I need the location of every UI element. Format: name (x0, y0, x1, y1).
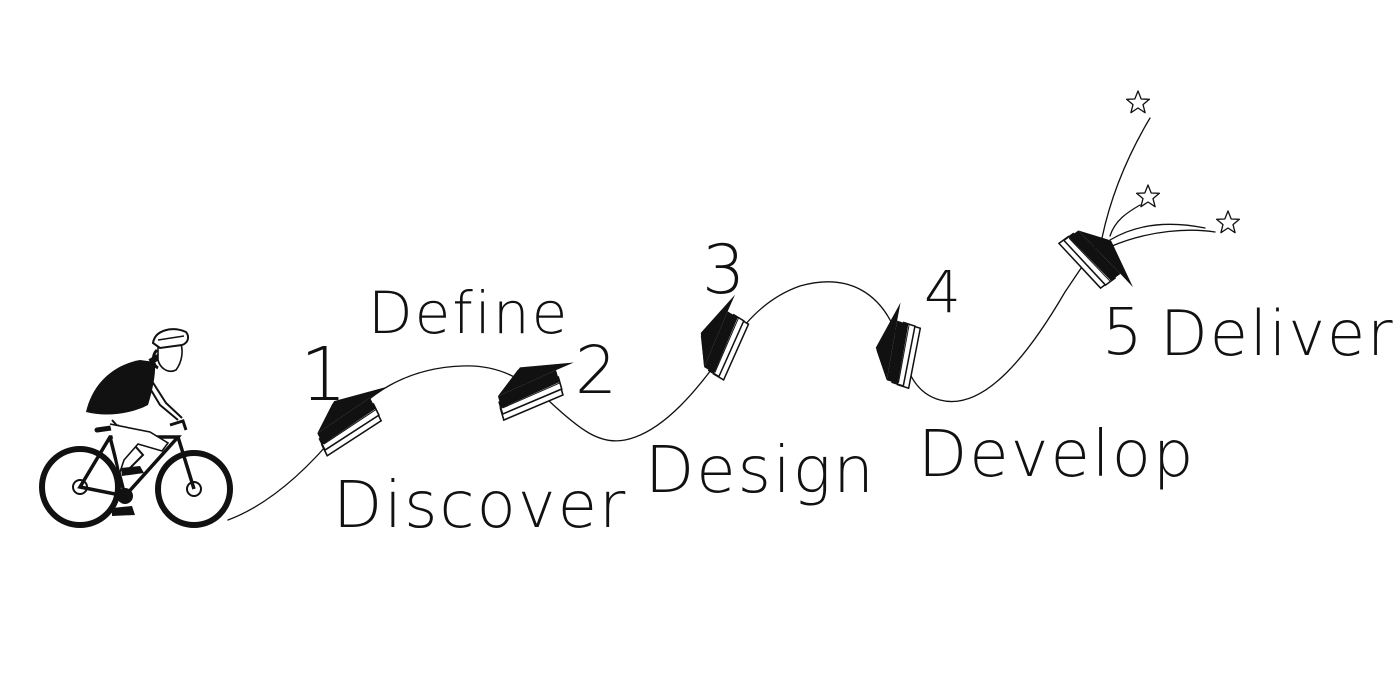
star-trail (1111, 229, 1216, 247)
step-label: Define (368, 279, 569, 347)
cyclist-icon (39, 328, 233, 528)
step-label: Develop (918, 418, 1195, 492)
step-number: 1 (300, 332, 347, 418)
star-trail (1101, 117, 1151, 239)
star-icon (1135, 184, 1161, 208)
star-icon (1215, 210, 1241, 234)
step-number: 2 (575, 332, 617, 409)
step-number: 5 (1102, 296, 1143, 370)
step-label: Deliver (1160, 297, 1395, 370)
star-trail (1109, 204, 1141, 237)
book-icon (496, 361, 577, 422)
step-label: Discover (333, 469, 627, 543)
step-label: Design (645, 434, 876, 508)
step-number: 3 (702, 231, 745, 310)
book-icon (1056, 218, 1134, 308)
step-number: 4 (924, 258, 961, 326)
star-icon (1125, 90, 1151, 114)
star-trail (1109, 223, 1206, 241)
